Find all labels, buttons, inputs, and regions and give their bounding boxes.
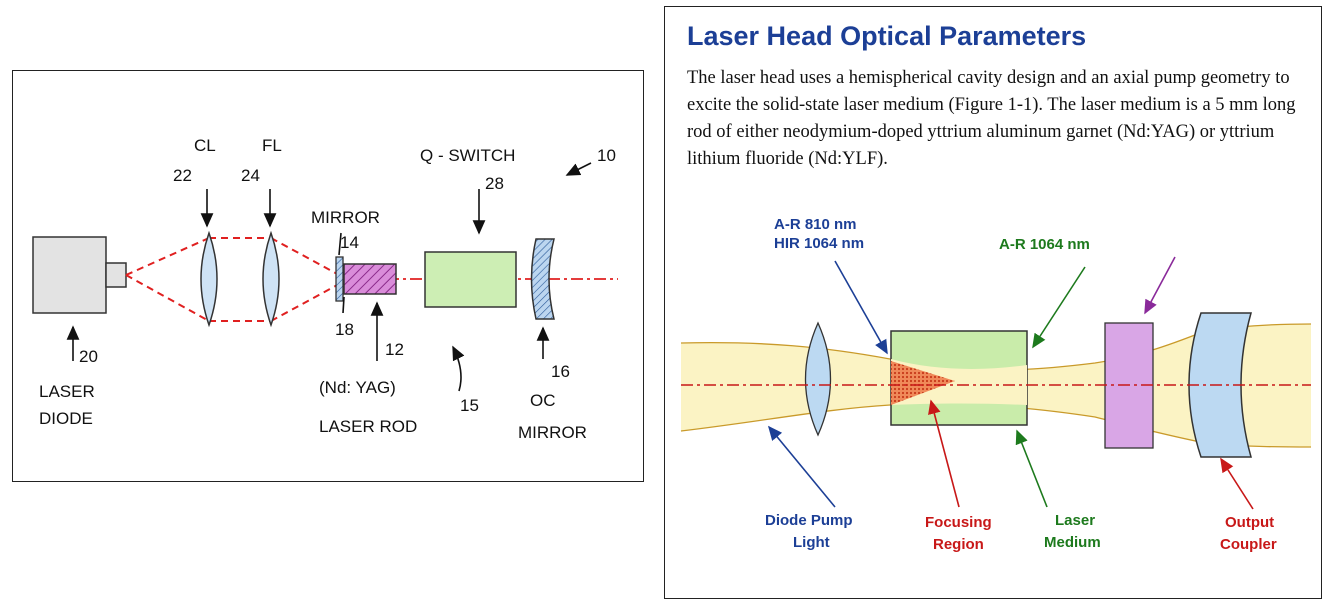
callout-arrows — [66, 162, 592, 392]
label-rod-line2: LASER ROD — [319, 417, 417, 436]
collimating-lens — [200, 230, 218, 328]
label-focusing-line1: Focusing — [925, 514, 992, 531]
label-fl: FL — [262, 136, 282, 155]
label-oc-number: 16 — [551, 362, 570, 381]
label-oc-line2: MIRROR — [518, 423, 587, 442]
label-ar-810: A-R 810 nm — [774, 216, 857, 233]
arrow-focusing — [928, 399, 960, 508]
laser-rod — [343, 263, 397, 295]
pump-beam — [125, 237, 342, 322]
label-q-switch-number: 28 — [485, 174, 504, 193]
label-mirror: MIRROR — [311, 208, 380, 227]
arrow-diode-pump — [767, 425, 836, 508]
label-laser-medium-line1: Laser — [1055, 512, 1095, 529]
label-cavity-number: 15 — [460, 396, 479, 415]
label-rod-number: 12 — [385, 340, 404, 359]
label-diode-pump-line1: Diode Pump — [765, 512, 853, 529]
label-hir-1064: HIR 1064 nm — [774, 235, 864, 252]
label-output-line1: Output — [1225, 514, 1274, 531]
focusing-region — [891, 361, 955, 405]
arrow-output-coupler — [1220, 457, 1254, 510]
arrow-qswitch — [1144, 256, 1176, 315]
laser-schematic-panel: CL 22 FL 24 MIRROR 14 Q - SWITCH 28 10 2… — [12, 70, 644, 482]
optical-parameters-panel: Laser Head Optical Parameters The laser … — [664, 6, 1322, 599]
label-fl-number: 24 — [241, 166, 260, 185]
panel-title: Laser Head Optical Parameters — [687, 21, 1087, 51]
label-mirror-number: 14 — [340, 233, 359, 252]
label-laser-medium-line2: Medium — [1044, 534, 1101, 551]
arrow-ar1064 — [1032, 266, 1086, 349]
label-diode-number: 20 — [79, 347, 98, 366]
label-focusing-line2: Region — [933, 536, 984, 553]
laser-schematic-svg: CL 22 FL 24 MIRROR 14 Q - SWITCH 28 10 2… — [32, 136, 618, 442]
beam-inside-medium — [891, 359, 1027, 405]
label-oc-line1: OC — [530, 391, 556, 410]
arrow-laser-medium — [1015, 429, 1048, 508]
label-reference-10: 10 — [597, 146, 616, 165]
label-diode-line1: LASER — [39, 382, 95, 401]
laser-diode — [32, 236, 127, 314]
q-switch — [424, 251, 517, 308]
input-mirror — [335, 256, 344, 302]
label-q-switch: Q - SWITCH — [420, 146, 515, 165]
focusing-lens — [262, 230, 280, 328]
label-diode-line2: DIODE — [39, 409, 93, 428]
label-coating-number: 18 — [335, 320, 354, 339]
label-ar-1064: A-R 1064 nm — [999, 236, 1090, 253]
oc-mirror — [530, 238, 555, 320]
label-rod-line1: (Nd: YAG) — [319, 378, 396, 397]
label-cl: CL — [194, 136, 216, 155]
optical-layout-svg: A-R 810 nm HIR 1064 nm A-R 1064 nm Diode… — [680, 216, 1312, 553]
panel-description: The laser head uses a hemispherical cavi… — [687, 68, 1296, 169]
label-cl-number: 22 — [173, 166, 192, 185]
arrow-ar810 — [834, 260, 888, 355]
pump-lens — [804, 321, 832, 437]
label-diode-pump-line2: Light — [793, 534, 830, 551]
label-output-line2: Coupler — [1220, 536, 1277, 553]
